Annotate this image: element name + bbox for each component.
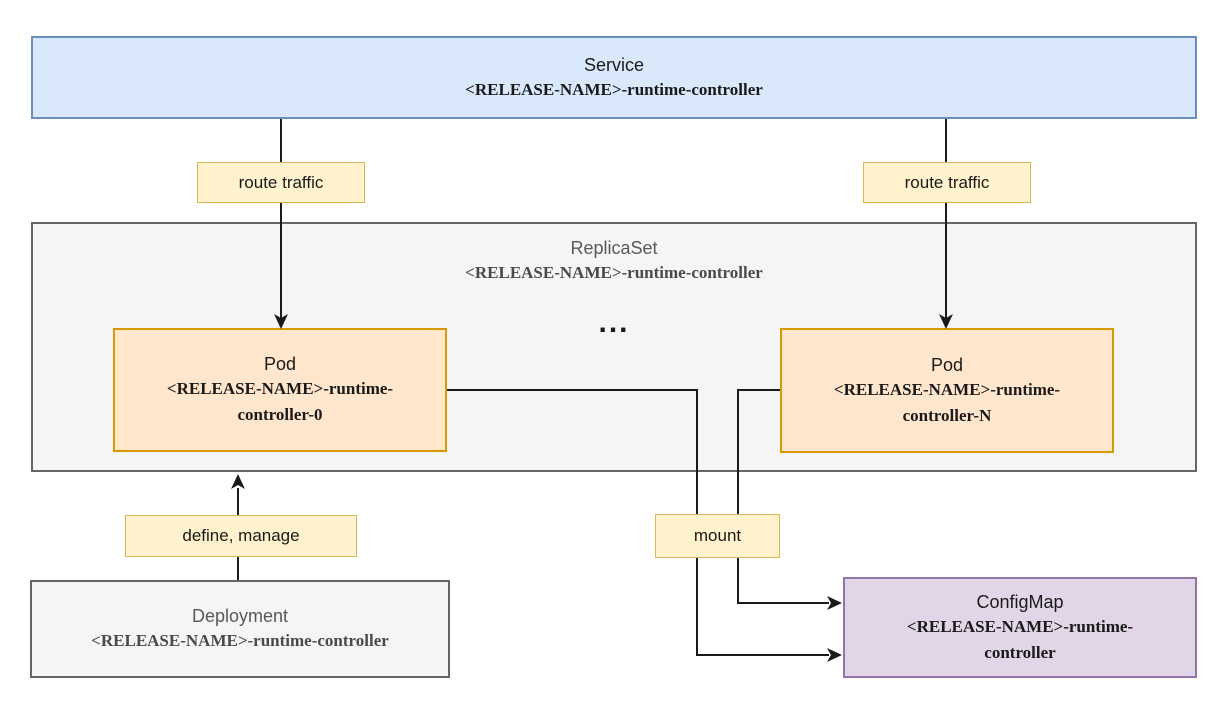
deployment-subtitle: <RELEASE-NAME>-runtime-controller	[91, 631, 389, 650]
pod-0-node: Pod <RELEASE-NAME>-runtime-controller-0	[113, 328, 447, 452]
configmap-subtitle: <RELEASE-NAME>-runtime-controller	[906, 616, 1134, 662]
pod-n-subtitle: <RELEASE-NAME>-runtime-controller-N	[833, 379, 1061, 425]
deployment-title: Deployment	[191, 606, 289, 626]
deployment-node: Deployment <RELEASE-NAME>-runtime-contro…	[30, 580, 450, 678]
arrowhead-configmap-upper	[827, 596, 842, 610]
replicaset-title: ReplicaSet	[570, 238, 658, 258]
replicaset-subtitle: <RELEASE-NAME>-runtime-controller	[465, 263, 763, 282]
pod-n-node: Pod <RELEASE-NAME>-runtime-controller-N	[780, 328, 1114, 453]
service-node: Service <RELEASE-NAME>-runtime-controlle…	[31, 36, 1197, 119]
arrowhead-replicaset	[231, 474, 245, 489]
more-pods-ellipsis: ...	[598, 306, 630, 339]
edge-label-mount: mount	[655, 514, 780, 558]
pod-0-title: Pod	[263, 354, 297, 374]
service-title: Service	[583, 54, 645, 75]
service-subtitle: <RELEASE-NAME>-runtime-controller	[465, 79, 763, 99]
configmap-node: ConfigMap <RELEASE-NAME>-runtime-control…	[843, 577, 1197, 678]
edge-label-define-manage: define, manage	[125, 515, 357, 557]
pod-0-subtitle: <RELEASE-NAME>-runtime-controller-0	[166, 379, 394, 424]
configmap-title: ConfigMap	[976, 591, 1064, 612]
pod-n-title: Pod	[930, 354, 964, 375]
edge-label-route-traffic-left: route traffic	[197, 162, 365, 203]
edge-label-route-traffic-right: route traffic	[863, 162, 1031, 203]
arrowhead-configmap-lower	[827, 648, 842, 662]
